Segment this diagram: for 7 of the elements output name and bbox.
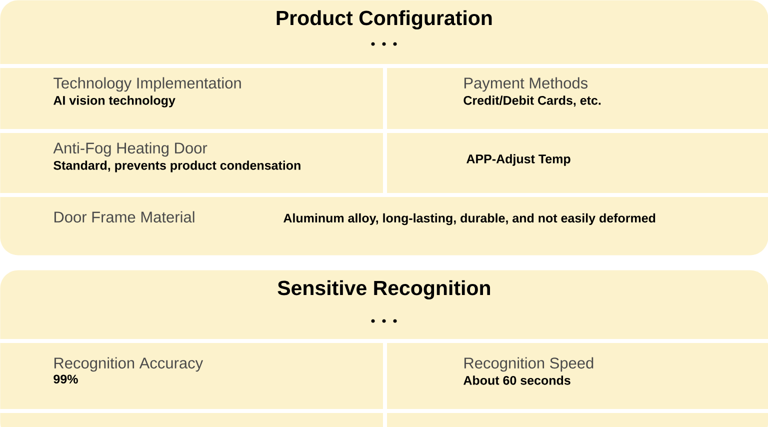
spec-text: Anti-Fog Heating Door Standard, prevents product condensation: [53, 142, 300, 172]
spec-text: Door Frame Material Aluminum alloy, long-lasting, durable, and not easily deformed: [54, 211, 656, 226]
spec-text: Payment Methods Credit/Debit Cards, etc.: [464, 77, 601, 107]
spec-text: Recognition Speed About 60 seconds: [464, 357, 594, 385]
spec-text: Recognition Accuracy 99%: [54, 357, 204, 384]
spec-text: Technology Implementation AI vision technology: [54, 77, 241, 108]
spec-text: APP-Adjust Temp: [466, 154, 570, 166]
